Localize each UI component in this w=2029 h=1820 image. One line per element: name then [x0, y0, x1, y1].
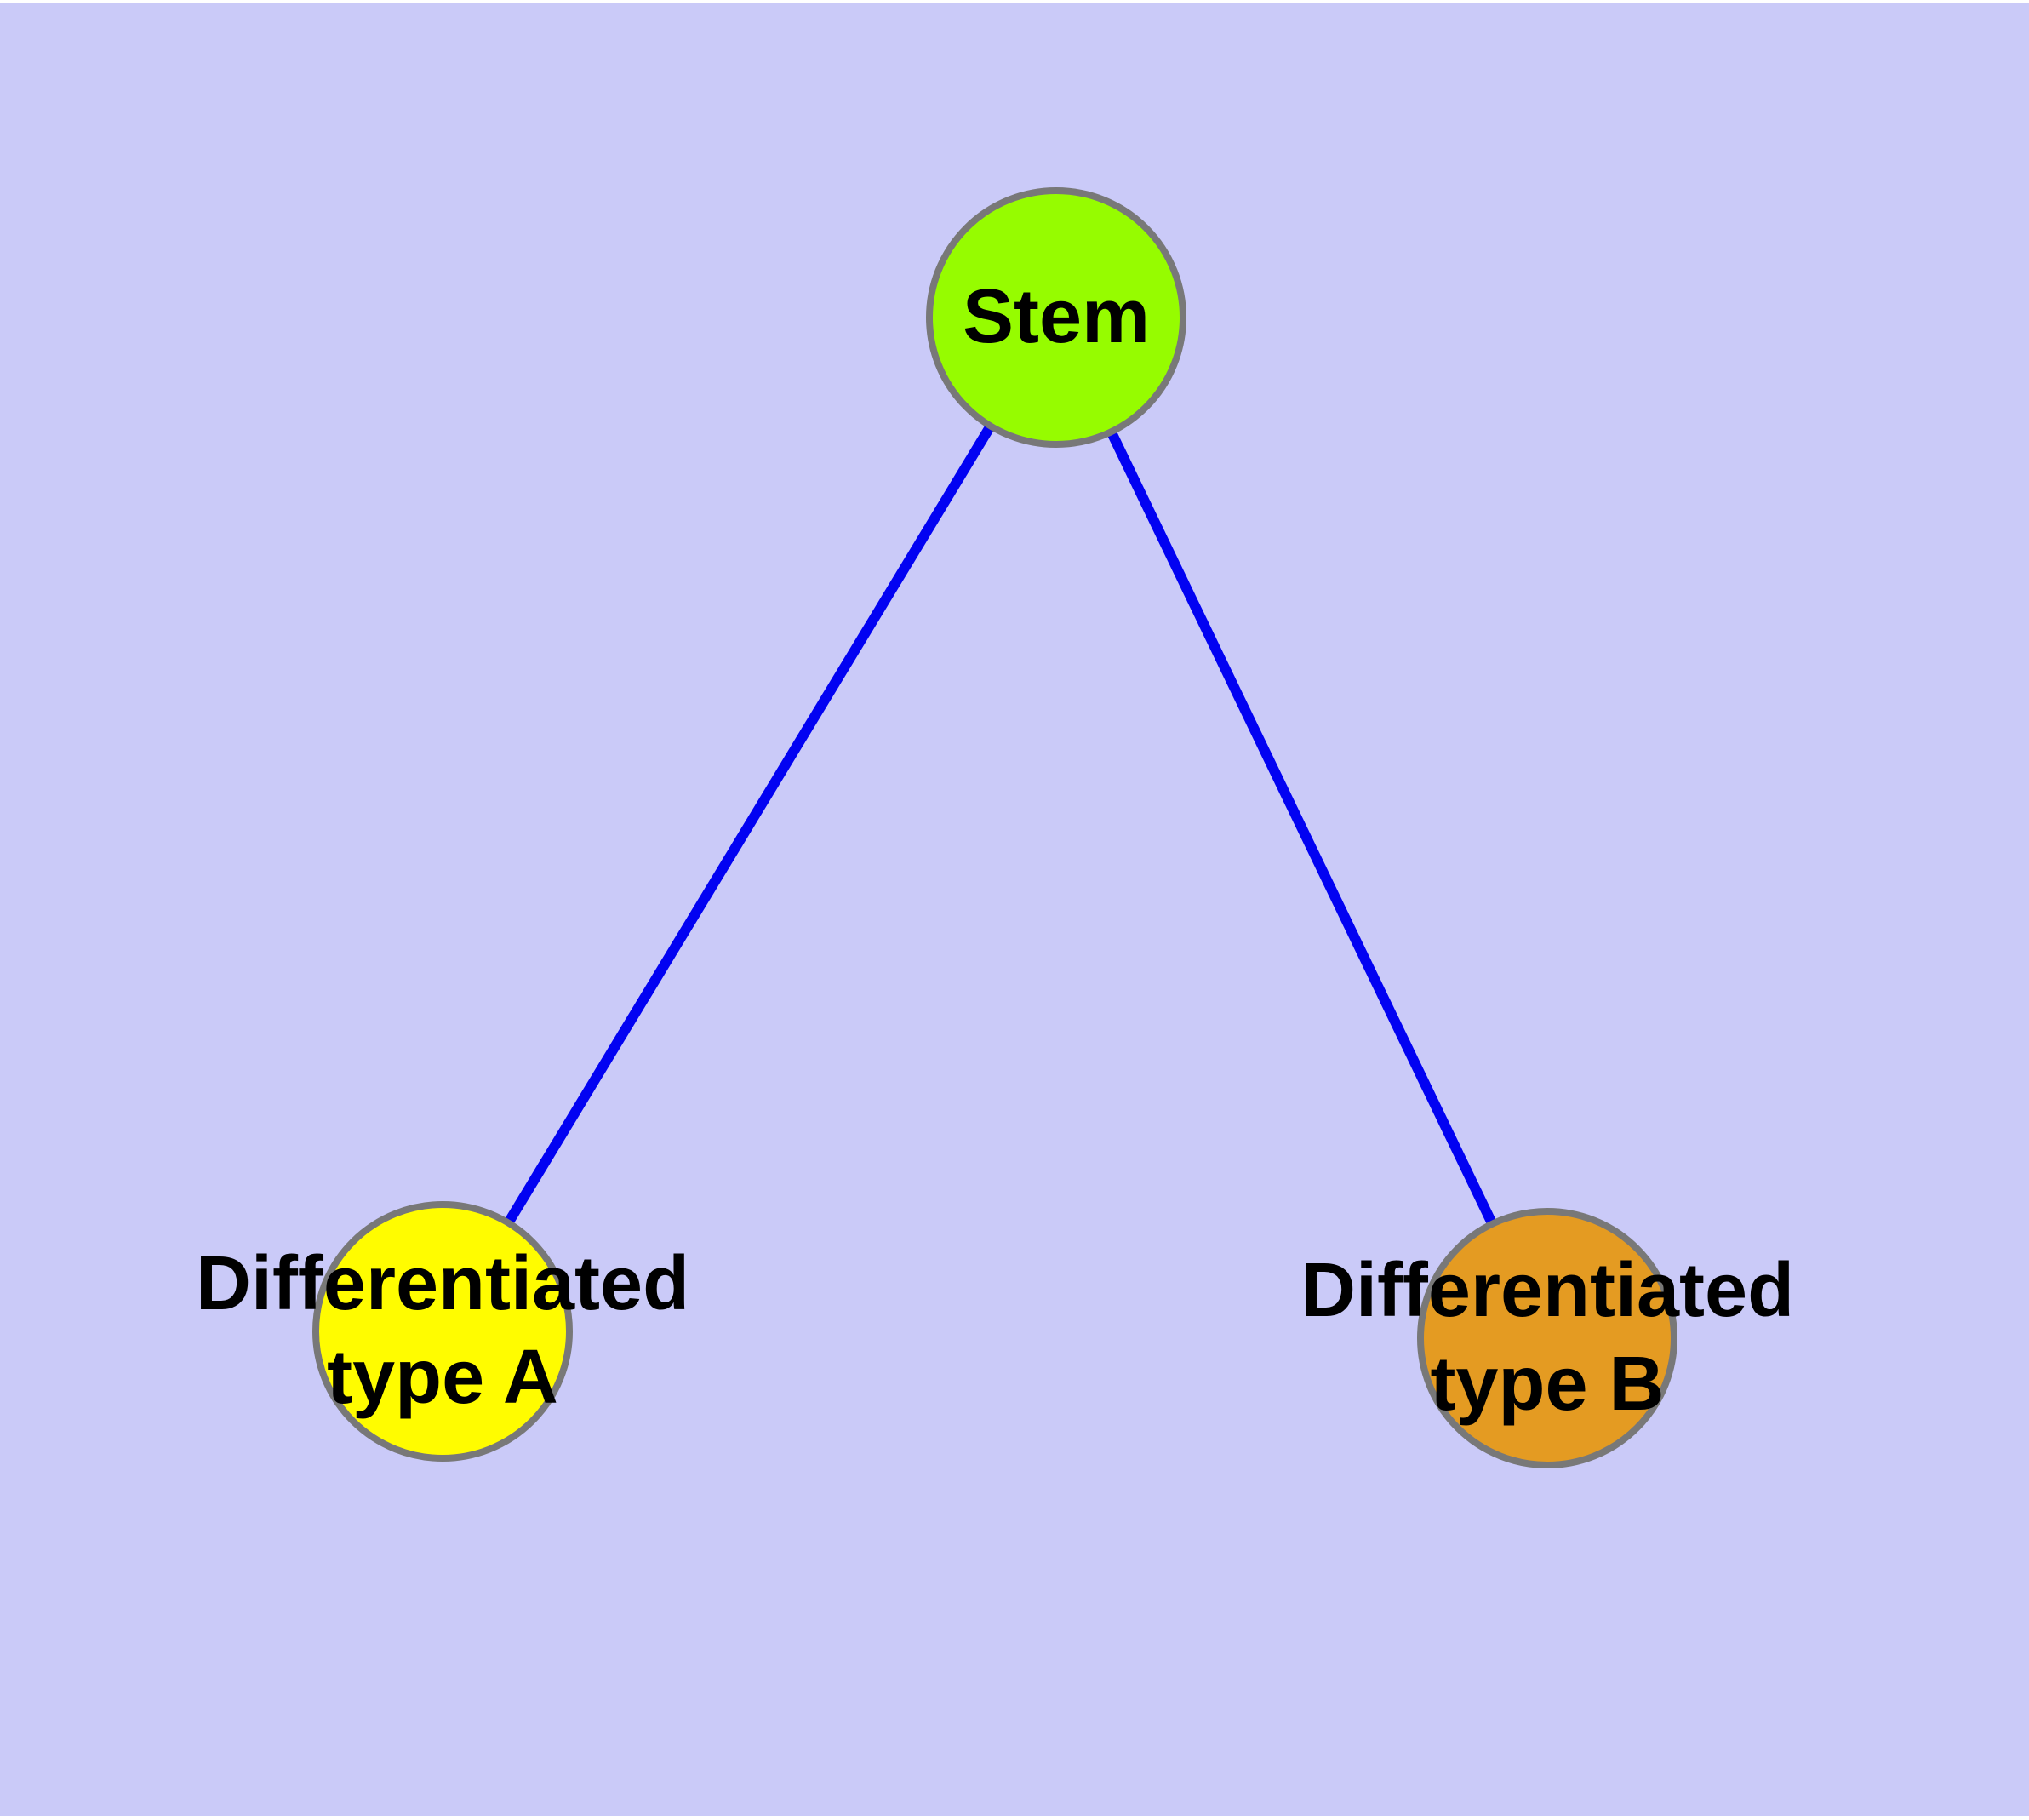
node-differentiated-type-a-circle: [312, 1201, 573, 1462]
edge-stem-to-type-b: [1051, 315, 1552, 1341]
node-differentiated-type-a-label: Differentiated type A: [195, 1241, 690, 1420]
node-differentiated-type-b-circle: [1417, 1208, 1677, 1468]
edge-stem-to-type-a: [437, 314, 1061, 1335]
node-stem-circle: [926, 187, 1186, 448]
node-stem-label: Stem: [962, 274, 1151, 360]
node-differentiated-type-b-label: Differentiated type B: [1300, 1248, 1795, 1427]
